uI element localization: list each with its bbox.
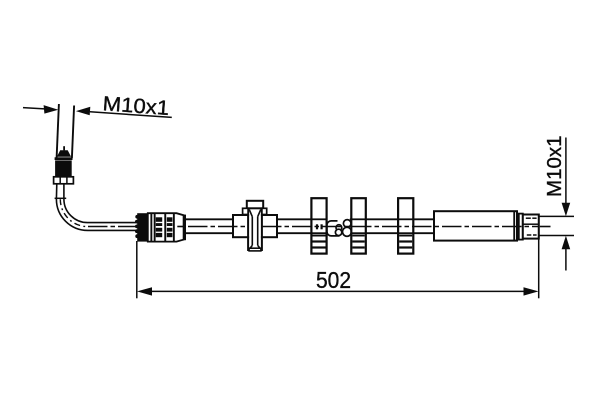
svg-text:M10x1: M10x1 [102, 92, 170, 120]
svg-text:M10x1: M10x1 [544, 136, 566, 198]
svg-text:502: 502 [316, 267, 351, 293]
